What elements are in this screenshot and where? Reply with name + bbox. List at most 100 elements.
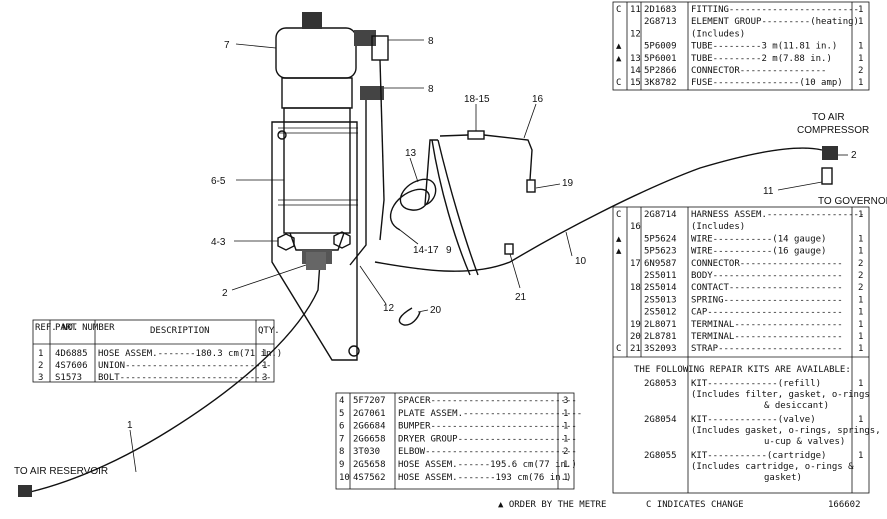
mounting-plate [271, 121, 358, 361]
table-row-qty: 1 [563, 460, 568, 470]
table-row-ref: 3 [38, 373, 43, 383]
table-row-part: 4S7606 [55, 361, 88, 371]
elbow [360, 86, 384, 100]
table-row-qty: 3 [563, 396, 568, 406]
table-row-qty: 1 [563, 473, 568, 483]
change-note: C INDICATES CHANGE [646, 500, 744, 510]
kit-qty: 1 [858, 415, 863, 425]
table-row-desc: TERMINAL-------------------- [691, 320, 843, 330]
table-row-part: 2S5013 [644, 295, 677, 305]
table-row-part: 3K8782 [644, 78, 677, 88]
header-qty: QTY. [258, 326, 280, 336]
callouts: 7 8 8 6-5 4-3 2 18-15 16 13 14-17 9 19 1… [127, 36, 857, 473]
hose-end-fitting [18, 485, 32, 497]
header-part-number: PART NUMBER [55, 323, 115, 333]
callout-8-upper: 8 [428, 36, 434, 47]
table-row-ref: 2 [38, 361, 43, 371]
table-row-desc: UNION--------------------------- [98, 361, 271, 371]
table-row-part: 3T030 [353, 447, 380, 457]
table-row-ref: 19 [630, 320, 641, 330]
table-row-desc: WIRE-----------(16 gauge) [691, 247, 826, 257]
parts-table-left: REF. NO. PART NUMBER DESCRIPTION QTY. 1 4… [32, 319, 282, 383]
table-row-part: 2L8781 [644, 332, 677, 342]
callout-16: 16 [532, 94, 544, 105]
plate-hole [348, 345, 360, 357]
table-row-ref: 7 [339, 434, 344, 444]
union [306, 252, 326, 270]
table-row-desc: HOSE ASSEM.-------180.3 cm(71 in.) [98, 349, 282, 359]
table-row-qty: 3 [262, 373, 267, 383]
callout-21: 21 [515, 292, 527, 303]
callout-1: 1 [127, 420, 133, 431]
callout-11: 11 [763, 186, 774, 197]
table-row-desc: HOSE ASSEM.-------193 cm(76 in.) [398, 473, 571, 483]
table-row-part: 6N9587 [644, 259, 677, 269]
table-row-part: 2G8714 [644, 210, 677, 220]
table-row-part: 2G5658 [353, 460, 386, 470]
table-row-desc: DRYER GROUP---------------------- [398, 434, 577, 444]
table-row-part: 5P5623 [644, 247, 677, 257]
table-row-part: 4D6885 [55, 349, 88, 359]
table-row-part: 5P6009 [644, 42, 677, 52]
label-to-governor: TO GOVERNOR [818, 196, 887, 207]
table-row-desc: SPACER--------------------------- [398, 396, 577, 406]
table-row-part: 5F7207 [353, 396, 386, 406]
header-ref: REF. NO. [35, 323, 78, 333]
table-row-ref: 16 [630, 222, 641, 232]
table-row-mark: ▲ [616, 54, 622, 64]
table-row-qty: 1 [858, 247, 863, 257]
table-row-qty: 1 [563, 434, 568, 444]
kit-part: 2G8053 [644, 379, 677, 389]
table-row-desc: PLATE ASSEM.---------------------- [398, 409, 582, 419]
table-row-qty: 1 [858, 54, 863, 64]
table-row-part: 2D1683 [644, 5, 677, 15]
table-row-qty: 1 [563, 409, 568, 419]
dryer-top-fitting [302, 12, 322, 29]
kit-part: 2G8055 [644, 451, 677, 461]
table-row-desc: ELEMENT GROUP---------(heating) [691, 17, 859, 27]
callout-8-lower: 8 [428, 84, 434, 95]
repair-kits-heading: THE FOLLOWING REPAIR KITS ARE AVAILABLE: [634, 365, 851, 375]
table-row-mark: C [616, 210, 621, 220]
table-row-qty: 1 [262, 349, 267, 359]
table-row-mark: ▲ [616, 247, 622, 257]
table-row-desc: BOLT---------------------------- [98, 373, 271, 383]
footer: ▲ ORDER BY THE METRE C INDICATES CHANGE … [498, 500, 861, 510]
table-row-qty: 1 [858, 344, 863, 354]
spacer [277, 233, 295, 251]
kit-line2: (Includes gasket, o-rings, springs, [691, 426, 881, 436]
table-row-qty: 1 [858, 78, 863, 88]
header-description: DESCRIPTION [150, 326, 210, 336]
table-row-desc: WIRE-----------(14 gauge) [691, 234, 826, 244]
table-row-desc: BUMPER--------------------------- [398, 422, 577, 432]
kit-qty: 1 [858, 451, 863, 461]
callout-9: 9 [446, 245, 452, 256]
table-row-qty: 1 [858, 332, 863, 342]
parts-table-middle: 4 5F7207 SPACER---------------------------… [335, 392, 582, 490]
callout-13: 13 [405, 148, 417, 159]
table-row-ref: 14 [630, 66, 641, 76]
dryer-assembly-drawing [18, 12, 838, 497]
table-row-qty: 1 [858, 42, 863, 52]
table-row-desc: ELBOW---------------------------- [398, 447, 577, 457]
callout-20: 20 [430, 305, 442, 316]
dryer-upper-body [281, 77, 353, 109]
table-row-ref: 15 [630, 78, 641, 88]
table-row-mark: C [616, 5, 621, 15]
table-row-ref: 12 [630, 29, 641, 39]
table-row-ref: 11 [630, 5, 641, 15]
table-row-part: 2S5011 [644, 271, 677, 281]
table-row-qty: 1 [858, 320, 863, 330]
flow-labels: TO AIR RESERVOIR TO AIR COMPRESSOR TO GO… [14, 112, 887, 477]
table-row-ref: 4 [339, 396, 344, 406]
table-row-desc: (Includes) [691, 29, 745, 39]
plate-hole [277, 130, 287, 140]
terminal [526, 179, 536, 193]
table-row-mark: ▲ [616, 42, 622, 52]
table-row-ref: 10 [339, 473, 350, 483]
kit-line3: u-cup & valves) [764, 437, 845, 447]
kit-qty: 1 [858, 379, 863, 389]
table-row-desc: FUSE----------------(10 amp) [691, 78, 843, 88]
kit-part: 2G8054 [644, 415, 677, 425]
